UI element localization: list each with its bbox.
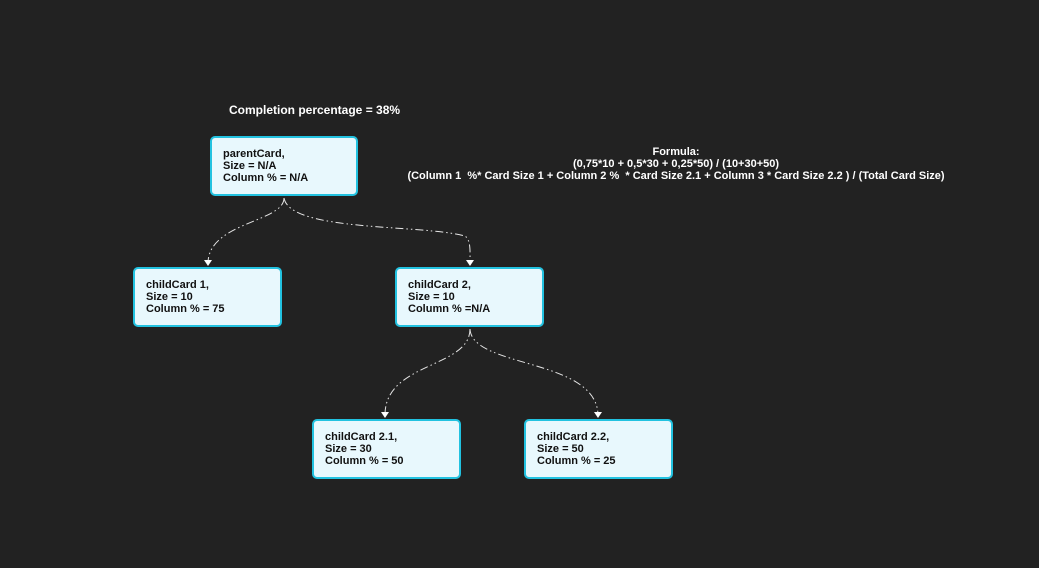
formula-expression: (0,75*10 + 0,5*30 + 0,25*50) / (10+30+50… <box>572 158 780 170</box>
child-card-2[interactable]: childCard 2, Size = 10 Column % =N/A <box>395 267 544 327</box>
card-name: childCard 2.1, <box>325 431 398 443</box>
arrowhead-child22 <box>594 412 602 418</box>
card-name: childCard 1, <box>146 279 209 291</box>
card-size: Size = 10 <box>146 291 193 303</box>
card-column-percent: Column % = 25 <box>537 455 616 467</box>
card-column-percent: Column % = N/A <box>223 172 309 184</box>
card-column-percent: Column % = 50 <box>325 455 404 467</box>
edge-child2-child21 <box>384 328 471 415</box>
child-card-1[interactable]: childCard 1, Size = 10 Column % = 75 <box>133 267 282 327</box>
parent-card[interactable]: parentCard, Size = N/A Column % = N/A <box>210 136 358 196</box>
edge-parent-child2 <box>283 197 471 263</box>
card-size: Size = 50 <box>537 443 584 455</box>
child-card-2-1[interactable]: childCard 2.1, Size = 30 Column % = 50 <box>312 419 461 479</box>
card-name: childCard 2, <box>408 279 471 291</box>
arrowhead-child1 <box>204 260 212 266</box>
card-size: Size = N/A <box>223 160 277 172</box>
formula-block: Formula: (0,75*10 + 0,5*30 + 0,25*50) / … <box>376 146 976 182</box>
edge-parent-child1 <box>207 197 285 263</box>
formula-title: Formula: <box>652 146 700 158</box>
child-card-2-2[interactable]: childCard 2.2, Size = 50 Column % = 25 <box>524 419 673 479</box>
arrowhead-child21 <box>381 412 389 418</box>
arrowhead-child2 <box>466 260 474 266</box>
card-size: Size = 30 <box>325 443 372 455</box>
card-name: childCard 2.2, <box>537 431 610 443</box>
card-size: Size = 10 <box>408 291 455 303</box>
edge-child2-child22 <box>469 328 599 415</box>
card-column-percent: Column % = 75 <box>146 303 225 315</box>
formula-description: (Column 1 %* Card Size 1 + Column 2 % * … <box>407 170 945 182</box>
card-name: parentCard, <box>223 148 285 160</box>
card-column-percent: Column % =N/A <box>408 303 491 315</box>
completion-percentage-label: Completion percentage = 38% <box>229 103 401 117</box>
